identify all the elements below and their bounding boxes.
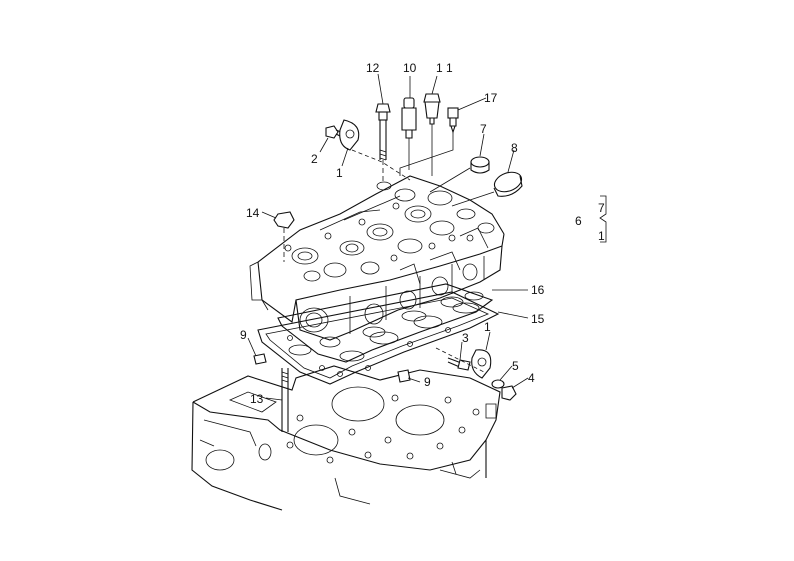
cylinder-head — [249, 175, 505, 341]
callout-10: 10 — [403, 61, 417, 75]
lifting-eye-1-top — [339, 119, 360, 151]
callout-1-group: 1 — [598, 229, 605, 243]
callout-leaders — [247, 73, 529, 401]
callout-2: 2 — [311, 152, 318, 166]
glow-plug-11 — [423, 93, 441, 125]
callout-16: 16 — [531, 283, 545, 297]
lifting-eye-1-lower — [471, 349, 492, 379]
callout-1-lower: 1 — [484, 320, 491, 334]
callout-4: 4 — [528, 371, 535, 385]
stud-3 — [447, 357, 471, 371]
callout-5: 5 — [512, 359, 519, 373]
head-bolt-12 — [375, 103, 391, 161]
callout-17: 17 — [484, 91, 498, 105]
callout-13: 13 — [250, 392, 264, 406]
engine-block — [191, 365, 501, 511]
upper-gasket — [277, 283, 494, 363]
injection-nozzle-10 — [401, 97, 417, 139]
head-gasket — [257, 291, 500, 385]
callout-11: 1 1 — [436, 61, 453, 75]
callout-9-left: 9 — [240, 328, 247, 342]
sensor-17 — [447, 107, 459, 134]
washer-5 — [491, 379, 505, 389]
callout-8: 8 — [511, 141, 518, 155]
callout-9-center: 9 — [424, 375, 431, 389]
callout-15: 15 — [531, 312, 545, 326]
stud-9-left — [253, 353, 267, 365]
callout-14: 14 — [246, 206, 260, 220]
callout-labels: 12 10 1 1 17 2 1 7 8 14 16 15 9 13 9 3 1… — [240, 61, 605, 406]
callout-3: 3 — [462, 331, 469, 345]
nut-4 — [501, 385, 517, 401]
stud-9-center — [397, 369, 411, 383]
callout-12: 12 — [366, 61, 380, 75]
callout-7-group: 7 — [598, 201, 605, 215]
seal-ring-7 — [470, 156, 490, 174]
plug-cap-8 — [493, 171, 523, 197]
assembly-lines — [351, 124, 495, 373]
callout-7: 7 — [480, 122, 487, 136]
group-bracket-6 — [599, 195, 607, 243]
stud-13 — [281, 368, 289, 432]
nut-14 — [273, 211, 295, 262]
callout-6: 6 — [575, 214, 582, 228]
callout-1-top: 1 — [336, 166, 343, 180]
